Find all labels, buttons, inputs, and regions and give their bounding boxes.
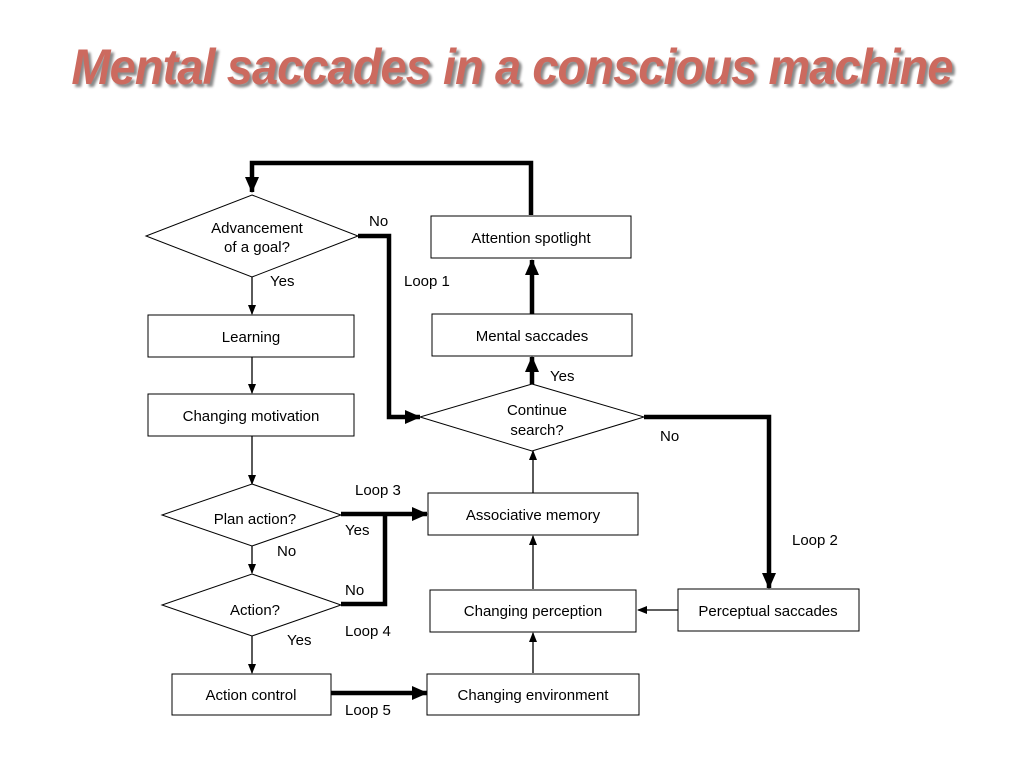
label-plan-yes: Yes <box>345 522 369 539</box>
label-advancement-no: No <box>369 213 388 230</box>
arrow-attention-to-advancement <box>245 160 534 215</box>
arrow-action-no-to-memory <box>341 514 388 607</box>
arrow-advancement-no-to-continue <box>358 233 421 424</box>
node-associative-memory: Associative memory <box>427 492 639 536</box>
arrow-continue-no-to-perceptual <box>644 414 776 589</box>
node-changing-environment: Changing environment <box>426 673 640 716</box>
changing-perception-label: Changing perception <box>464 603 602 620</box>
action-label: Action? <box>230 602 280 619</box>
label-continue-yes: Yes <box>550 368 574 385</box>
associative-memory-label: Associative memory <box>466 507 601 524</box>
attention-spotlight-label: Attention spotlight <box>471 230 591 247</box>
plan-action-label: Plan action? <box>214 511 297 528</box>
node-learning: Learning <box>147 314 355 358</box>
node-advancement-decision: Advancement of a goal? <box>144 194 360 278</box>
label-loop4: Loop 4 <box>345 623 391 640</box>
continue-label-line2: search? <box>510 422 563 439</box>
perceptual-saccades-label: Perceptual saccades <box>698 603 837 620</box>
learning-label: Learning <box>222 329 280 346</box>
label-loop1: Loop 1 <box>404 273 450 290</box>
node-action-decision: Action? <box>160 573 343 637</box>
label-loop2: Loop 2 <box>792 532 838 549</box>
label-plan-no: No <box>277 543 296 560</box>
node-continue-search-decision: Continue search? <box>418 383 646 452</box>
label-advancement-yes: Yes <box>270 273 294 290</box>
label-action-yes: Yes <box>287 632 311 649</box>
node-perceptual-saccades: Perceptual saccades <box>677 588 860 632</box>
node-changing-motivation: Changing motivation <box>147 393 355 437</box>
mental-saccades-label: Mental saccades <box>476 328 589 345</box>
action-control-label: Action control <box>206 687 297 704</box>
label-action-no: No <box>345 582 364 599</box>
continue-label-line1: Continue <box>507 402 567 419</box>
label-loop3: Loop 3 <box>355 482 401 499</box>
advancement-label-line1: Advancement <box>211 220 304 237</box>
advancement-label-line2: of a goal? <box>224 239 290 256</box>
node-changing-perception: Changing perception <box>429 589 637 633</box>
node-plan-action-decision: Plan action? <box>160 483 343 547</box>
node-action-control: Action control <box>171 673 332 716</box>
changing-environment-label: Changing environment <box>458 687 610 704</box>
label-continue-no: No <box>660 428 679 445</box>
changing-motivation-label: Changing motivation <box>183 408 320 425</box>
node-mental-saccades: Mental saccades <box>431 313 633 357</box>
node-attention-spotlight: Attention spotlight <box>430 215 632 259</box>
page-title: Mental saccades in a conscious machine <box>71 39 953 95</box>
label-loop5: Loop 5 <box>345 702 391 719</box>
